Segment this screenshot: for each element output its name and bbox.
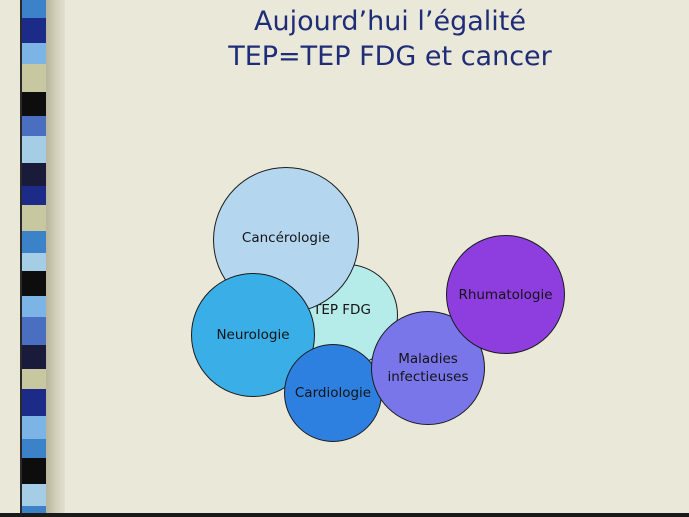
stripe-segment [20,0,46,18]
stripe-bar-edge [20,0,22,517]
stripe-segment [20,253,46,271]
stripe-segment [20,271,46,296]
stripe-segment [20,205,46,231]
stripe-segment [20,484,46,506]
stripe-segment [20,18,46,43]
label-tep-fdg: TEP FDG [313,302,371,318]
stripe-segment [20,317,46,345]
stripe-segment [20,296,46,317]
stripe-segment [20,92,46,116]
label-cancerologie: Cancérologie [241,230,331,246]
circle-rhumatologie: Rhumatologie [446,235,565,354]
circle-cardiologie: Cardiologie [284,344,382,442]
stripe-segment [20,389,46,416]
stripe-segment [20,43,46,64]
title-line-2: TEP=TEP FDG et cancer [228,41,552,72]
label-neurologie: Neurologie [216,327,290,343]
stripe-segment [20,345,46,369]
stripe-segment [20,369,46,389]
stripe-segment [20,163,46,186]
bottom-edge [0,513,689,517]
stripe-segment [20,116,46,136]
decorative-stripe-bar [20,0,65,517]
stripe-segment [20,186,46,205]
stripe-segment [20,416,46,439]
slide-title: Aujourd’hui l’égalité TEP=TEP FDG et can… [130,4,650,74]
stripe-segment [20,136,46,163]
stripe-segment [20,506,46,517]
label-cardiologie: Cardiologie [294,385,372,401]
label-maladies-infectieuses: Maladies infectieuses [387,351,469,385]
stripe-segment [20,458,46,484]
title-line-1: Aujourd’hui l’égalité [254,6,526,37]
stripe-segment [20,231,46,253]
stripe-bar-shadow [46,0,65,517]
label-rhumatologie: Rhumatologie [458,286,553,303]
stripe-segment [20,439,46,458]
stripe-segment [20,64,46,92]
